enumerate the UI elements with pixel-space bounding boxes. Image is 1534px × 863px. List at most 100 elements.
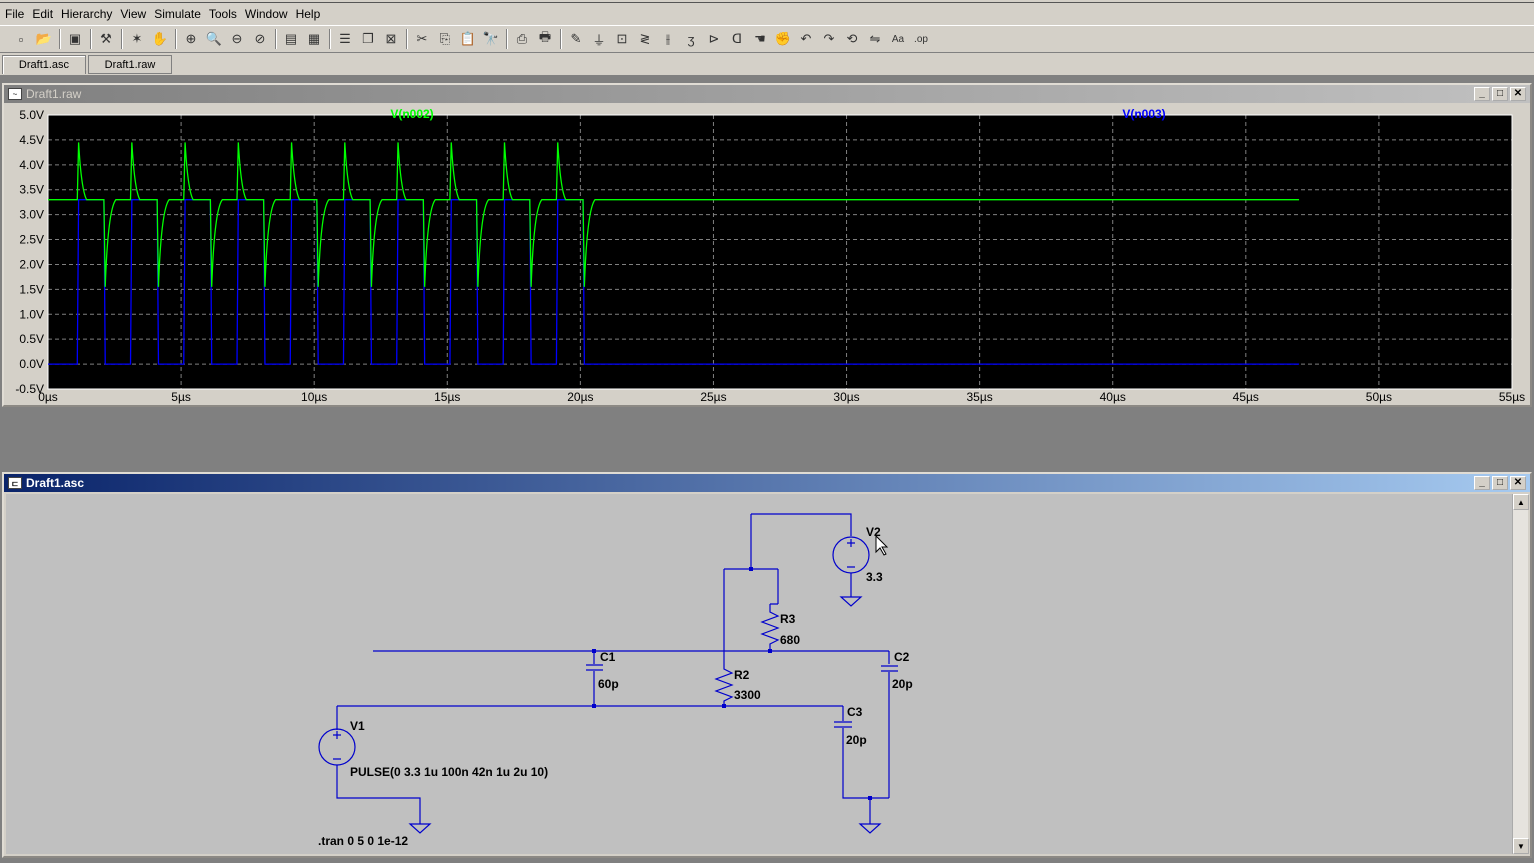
tab-draft1-raw[interactable]: Draft1.raw — [88, 55, 172, 74]
move-icon[interactable]: ☚ — [754, 31, 766, 46]
wire[interactable] — [750, 513, 852, 569]
wire[interactable] — [337, 705, 844, 721]
toolbar-separator — [59, 29, 61, 49]
ground-v2[interactable] — [839, 573, 863, 607]
capacitor-c3[interactable] — [834, 721, 889, 799]
diode-icon[interactable]: ⊳ — [708, 31, 720, 46]
run-icon[interactable]: ✶ — [131, 31, 143, 46]
x-tick-label: 25µs — [700, 390, 726, 404]
minimize-button[interactable]: _ — [1474, 476, 1490, 490]
component-icon[interactable]: ᗡ — [732, 31, 742, 46]
new-schematic-icon[interactable]: ▫ — [18, 31, 24, 47]
toolbar-separator — [175, 29, 177, 49]
label-net-icon[interactable]: ⊡ — [616, 31, 628, 46]
capacitor-c2[interactable] — [881, 665, 898, 798]
zoom-rect-icon[interactable]: 🔍 — [205, 31, 223, 46]
close-window-icon[interactable]: ⊠ — [385, 31, 397, 46]
value-c2[interactable]: 20p — [892, 677, 913, 691]
x-tick-label: 40µs — [1100, 390, 1126, 404]
spice-directive-icon[interactable]: .op — [914, 33, 928, 45]
trace-label-vn002[interactable]: V(n002) — [390, 107, 433, 121]
menu-file[interactable]: File — [5, 7, 25, 21]
label-v2[interactable]: V2 — [866, 525, 881, 539]
zoom-in-icon[interactable]: ⊕ — [185, 31, 197, 46]
rotate-icon[interactable]: ⟲ — [846, 31, 858, 46]
tile-horizontal-icon[interactable]: ☰ — [339, 31, 351, 46]
toolbar-separator — [560, 29, 562, 49]
label-c3[interactable]: C3 — [847, 705, 863, 719]
drag-icon[interactable]: ✊ — [774, 31, 792, 46]
scroll-up-arrow-icon[interactable]: ▲ — [1513, 494, 1529, 510]
x-tick-label: 0µs — [38, 390, 58, 404]
menu-help[interactable]: Help — [295, 7, 321, 21]
value-c1[interactable]: 60p — [598, 677, 619, 691]
wire[interactable] — [724, 568, 779, 604]
resistor-r2[interactable] — [714, 664, 734, 706]
schematic-canvas[interactable]: V2 3.3 R3 680 C1 60p C2 20p R2 3300 C3 2… — [6, 494, 1514, 854]
resistor-icon[interactable]: ≷ — [639, 31, 651, 46]
vertical-scrollbar[interactable]: ▲ ▼ — [1512, 494, 1529, 854]
value-v2[interactable]: 3.3 — [866, 570, 883, 584]
find-icon[interactable]: 🔭 — [482, 31, 500, 46]
zoom-cancel-icon[interactable]: ⊘ — [254, 31, 266, 46]
label-r2[interactable]: R2 — [734, 668, 750, 682]
draw-wire-icon[interactable]: ✎ — [570, 31, 582, 46]
trace-label-vn003[interactable]: V(n003) — [1122, 107, 1165, 121]
scroll-down-arrow-icon[interactable]: ▼ — [1513, 838, 1529, 854]
capacitor-icon[interactable]: ⫲ — [665, 31, 671, 46]
paste-icon[interactable]: 📋 — [459, 31, 477, 46]
menu-view[interactable]: View — [120, 7, 147, 21]
autorange-icon[interactable]: ▤ — [284, 31, 298, 46]
control-panel-icon[interactable]: ⚒ — [100, 31, 112, 46]
cut-icon[interactable]: ✂ — [416, 31, 428, 46]
ground-icon[interactable]: ⏚ — [592, 32, 606, 48]
print-setup-icon[interactable]: ⎙ — [516, 31, 528, 46]
save-icon[interactable]: ▣ — [68, 31, 82, 46]
close-button[interactable]: ✕ — [1510, 87, 1526, 101]
maximize-button[interactable]: □ — [1492, 476, 1508, 490]
zoom-out-icon[interactable]: ⊖ — [231, 31, 243, 46]
capacitor-c1[interactable] — [586, 651, 603, 706]
waveform-doc-icon: ~ — [8, 88, 22, 100]
undo-icon[interactable]: ↶ — [800, 31, 812, 46]
cascade-icon[interactable]: ❐ — [362, 31, 374, 46]
mirror-icon[interactable]: ⇋ — [869, 31, 881, 46]
schematic-window: ⊏ Draft1.asc _ □ ✕ — [2, 472, 1532, 858]
text-icon[interactable]: Aa — [891, 33, 905, 45]
print-icon[interactable]: 🖶 — [538, 29, 552, 44]
halt-icon[interactable]: ✋ — [151, 31, 169, 46]
label-c1[interactable]: C1 — [600, 650, 616, 664]
open-icon[interactable]: 📂 — [35, 31, 53, 46]
y-tick-label: 3.0V — [19, 208, 44, 222]
copy-icon[interactable]: ⎘ — [439, 31, 451, 46]
label-c2[interactable]: C2 — [894, 650, 910, 664]
menu-edit[interactable]: Edit — [32, 7, 54, 21]
inductor-icon[interactable]: ʒ — [687, 31, 695, 47]
menu-tools[interactable]: Tools — [208, 7, 237, 21]
trace-vn002[interactable] — [48, 142, 1300, 287]
menu-simulate[interactable]: Simulate — [154, 7, 201, 21]
value-r3[interactable]: 680 — [780, 633, 800, 647]
value-v1[interactable]: PULSE(0 3.3 1u 100n 42n 1u 2u 10) — [350, 765, 548, 779]
minimize-button[interactable]: _ — [1474, 87, 1490, 101]
schematic-titlebar[interactable]: ⊏ Draft1.asc _ □ ✕ — [4, 474, 1530, 492]
redo-icon[interactable]: ↷ — [823, 31, 835, 46]
waveform-titlebar[interactable]: ~ Draft1.raw _ □ ✕ — [4, 85, 1530, 103]
value-r2[interactable]: 3300 — [734, 688, 761, 702]
wire[interactable] — [373, 650, 890, 664]
x-tick-label: 5µs — [171, 390, 191, 404]
tab-draft1-asc[interactable]: Draft1.asc — [2, 55, 86, 74]
label-v1[interactable]: V1 — [350, 719, 365, 733]
grid-icon[interactable]: ▦ — [307, 31, 321, 46]
resistor-r3[interactable] — [760, 603, 780, 652]
ground-c3[interactable] — [858, 798, 882, 834]
menu-window[interactable]: Window — [244, 7, 288, 21]
value-c3[interactable]: 20p — [846, 733, 867, 747]
menu-hierarchy[interactable]: Hierarchy — [61, 7, 113, 21]
maximize-button[interactable]: □ — [1492, 87, 1508, 101]
close-button[interactable]: ✕ — [1510, 476, 1526, 490]
ground-v1[interactable] — [336, 765, 432, 834]
label-r3[interactable]: R3 — [780, 612, 796, 626]
spice-directive[interactable]: .tran 0 5 0 1e-12 — [318, 834, 408, 848]
